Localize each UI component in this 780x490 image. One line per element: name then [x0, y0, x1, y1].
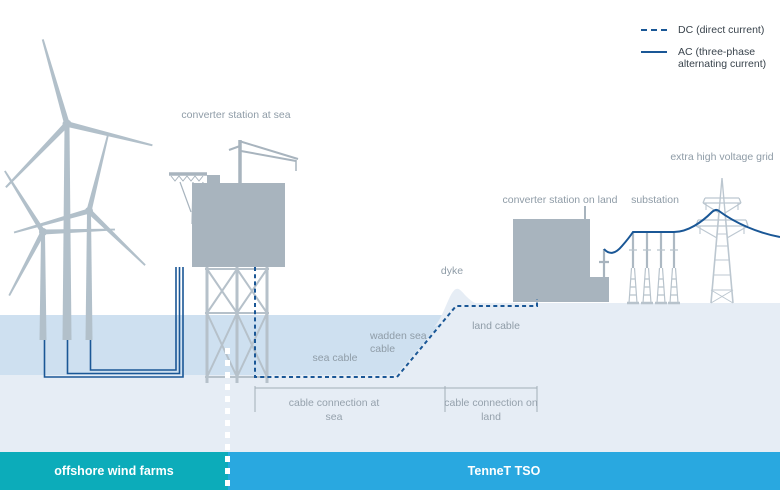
wind-turbines: [4, 39, 153, 340]
converter-station-sea-icon: [169, 140, 299, 267]
ac-sea-cables: [43, 267, 184, 378]
substation-icon: [627, 233, 680, 305]
label-cable-connection-on-land: cable connection on land: [444, 397, 538, 423]
wind-turbine-icon: [4, 170, 115, 340]
wind-turbine-icon: [13, 135, 146, 340]
land: [396, 303, 780, 375]
ac-line-icon: [641, 50, 667, 53]
label-land-cable: land cable: [472, 320, 520, 332]
dc-cable: [254, 267, 538, 378]
label-cable-connection-at-sea: cable connection at sea: [288, 397, 380, 423]
label-substation: substation: [631, 194, 679, 206]
cable-connection-bracket: [254, 386, 538, 412]
legend-ac-label: AC (three-phase alternating current): [678, 45, 767, 71]
label-extra-high-voltage-grid: extra high voltage grid: [670, 151, 774, 163]
footer-left-label: offshore wind farms: [54, 464, 174, 478]
label-sea-cable: sea cable: [312, 352, 358, 364]
footer-offshore-wind-farms: offshore wind farms: [0, 452, 228, 490]
ac-overhead-line: [603, 208, 780, 254]
dc-line-icon: [641, 29, 667, 31]
sea-water: [0, 315, 449, 375]
transmission-tower-icon: [695, 177, 749, 304]
label-converter-station-land: converter station on land: [502, 194, 618, 206]
footer-right-label: TenneT TSO: [467, 464, 541, 478]
legend: DC (direct current) AC (three-phase alte…: [641, 24, 780, 80]
crane-icon: [228, 140, 299, 184]
boundary-dotted-line: [225, 348, 230, 490]
label-dyke: dyke: [440, 265, 464, 277]
legend-row-ac: AC (three-phase alternating current): [641, 46, 780, 71]
legend-dc-label: DC (direct current): [678, 24, 765, 36]
helipad-icon: [169, 172, 207, 236]
jacket-foundation: [205, 266, 269, 383]
seabed: [0, 375, 780, 452]
legend-row-dc: DC (direct current): [641, 24, 780, 37]
converter-station-land-icon: [513, 206, 609, 302]
label-converter-station-sea: converter station at sea: [181, 109, 291, 121]
wind-turbine-icon: [5, 39, 153, 340]
footer-tennet-tso: TenneT TSO: [228, 452, 780, 490]
label-wadden-sea-cable: wadden sea cable: [370, 330, 427, 355]
